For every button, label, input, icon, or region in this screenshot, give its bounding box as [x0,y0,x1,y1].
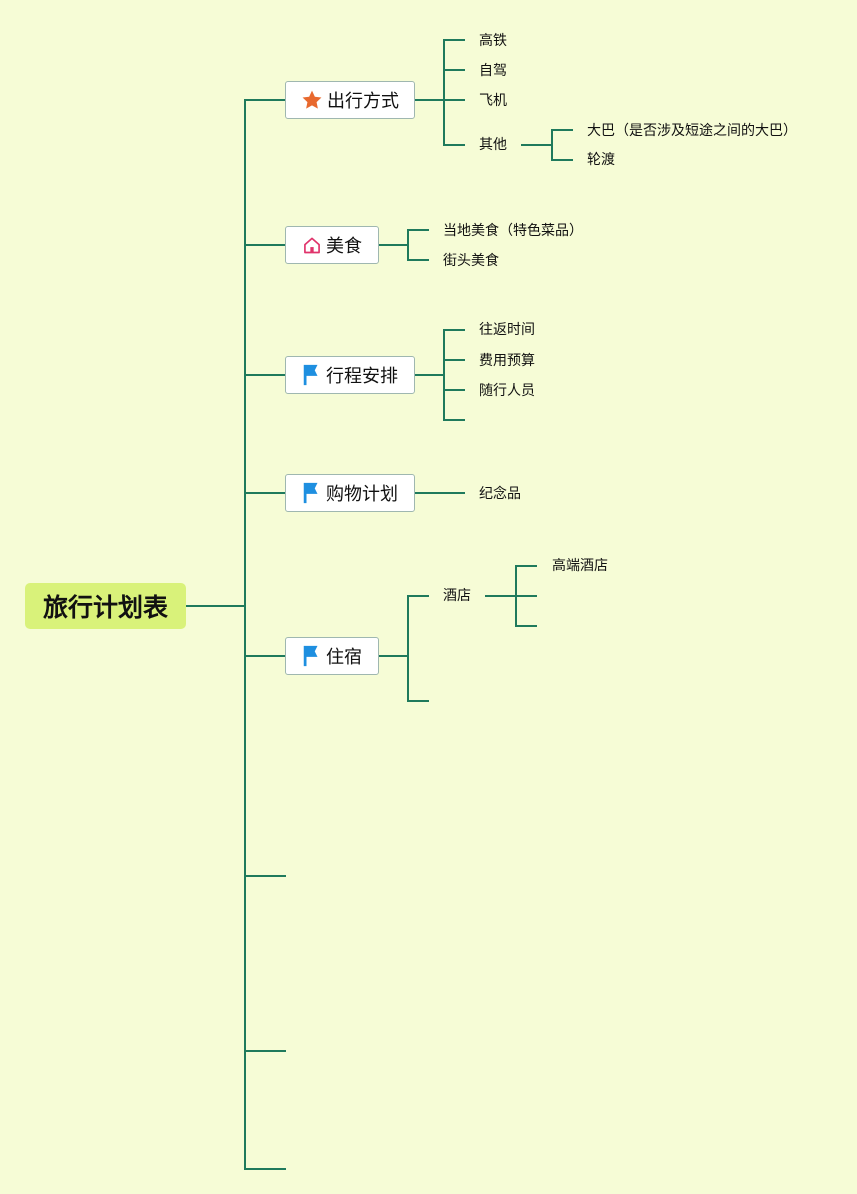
branch-node-shopping[interactable]: 购物计划 [285,474,415,512]
leaf-node[interactable]: 大巴（是否涉及短途之间的大巴） [587,123,797,139]
leaf-node[interactable]: 随行人员 [479,383,535,399]
flag-icon [303,645,318,667]
leaf-node[interactable]: 当地美食（特色菜品） [443,223,583,239]
branch-node-itinerary[interactable]: 行程安排 [285,356,415,394]
leaf-node[interactable]: 街头美食 [443,253,499,269]
flag-icon [303,364,318,386]
root-node[interactable]: 旅行计划表 [25,583,186,629]
star-icon [302,90,322,109]
leaf-node[interactable]: 往返时间 [479,322,535,338]
leaf-node[interactable]: 其他 [479,137,507,153]
leaf-node[interactable]: 轮渡 [587,152,615,168]
home-icon [304,237,320,254]
leaf-node[interactable]: 高铁 [479,33,507,49]
flag-icon [303,482,318,504]
leaf-node[interactable]: 费用预算 [479,353,535,369]
leaf-node[interactable]: 酒店 [443,588,471,604]
branch-node-food[interactable]: 美食 [285,226,379,264]
branch-node-lodging[interactable]: 住宿 [285,637,379,675]
leaf-node[interactable]: 自驾 [479,63,507,79]
leaf-node[interactable]: 高端酒店 [552,558,608,574]
leaf-node[interactable]: 飞机 [479,93,507,109]
branch-node-transport[interactable]: 出行方式 [285,81,415,119]
leaf-node[interactable]: 纪念品 [479,486,521,502]
